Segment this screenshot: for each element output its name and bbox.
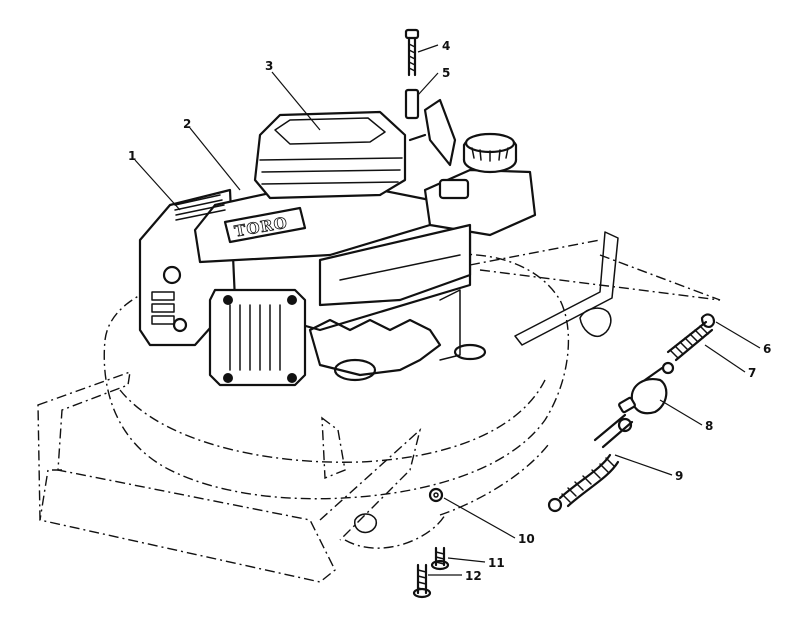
callout-1: 1	[128, 149, 136, 163]
front-skirt	[37, 370, 446, 583]
fuel-hose-9	[547, 413, 634, 513]
starter-handle	[423, 98, 457, 167]
fuel-hose-7	[661, 320, 714, 375]
screw-11	[430, 546, 450, 571]
callout-7: 7	[748, 366, 756, 380]
callout-2: 2	[183, 117, 191, 131]
fuel-cap	[462, 132, 518, 174]
muffler	[208, 288, 307, 387]
primer-bulb	[162, 265, 182, 285]
engine: TORO	[138, 98, 537, 387]
callout-3: 3	[265, 59, 273, 73]
callout-12: 12	[465, 569, 482, 583]
callout-5: 5	[442, 66, 450, 80]
callout-8: 8	[705, 419, 713, 433]
callout-4: 4	[442, 39, 450, 53]
callout-10: 10	[518, 532, 535, 546]
bolt-4	[404, 28, 420, 77]
handle-bracket	[514, 231, 619, 346]
fuel-filter-8	[618, 366, 668, 415]
nut-10	[428, 487, 444, 503]
screw-12	[412, 563, 432, 599]
leader-lines	[134, 44, 761, 576]
callout-11: 11	[488, 556, 505, 570]
callout-9: 9	[675, 469, 683, 483]
callouts: 1 2 3 4 5 6 7 8 9 10 11 12	[128, 39, 771, 583]
spacer-5	[404, 88, 420, 120]
cooling-fins	[174, 194, 226, 221]
callout-6: 6	[763, 342, 771, 356]
